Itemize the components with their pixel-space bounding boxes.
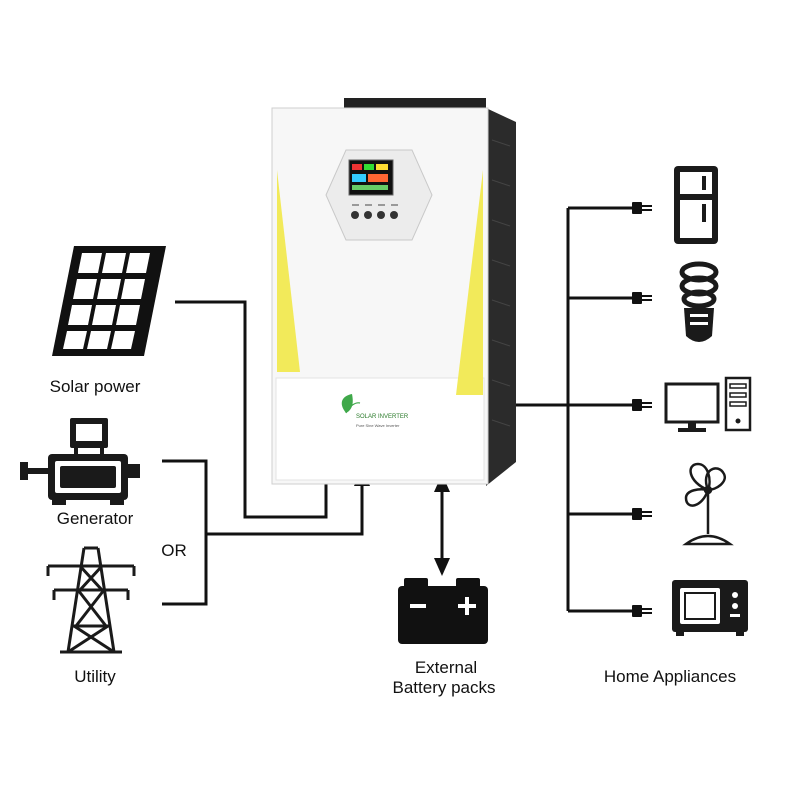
computer-icon bbox=[664, 376, 752, 432]
or-label: OR bbox=[161, 541, 187, 560]
panel-button bbox=[364, 211, 372, 219]
plugs bbox=[632, 202, 652, 617]
panel-button bbox=[351, 211, 359, 219]
inverter-model: Pure Sine Wave Inverter bbox=[356, 423, 400, 428]
microwave-icon bbox=[672, 580, 748, 636]
solar-wire bbox=[175, 300, 328, 519]
inverter-accent-left bbox=[277, 170, 300, 372]
solar-panel-icon bbox=[52, 246, 166, 356]
inverter-bracket bbox=[344, 98, 486, 110]
generator-label: Generator bbox=[56, 509, 134, 528]
refrigerator-icon bbox=[674, 166, 718, 244]
solar-power-label: Solar power bbox=[49, 377, 141, 396]
inverter bbox=[271, 98, 516, 486]
wiring bbox=[162, 206, 640, 613]
home-appliances-label: Home Appliances bbox=[603, 667, 737, 686]
arrow-battery-down-icon bbox=[434, 558, 450, 576]
inverter-side bbox=[486, 108, 516, 486]
control-buttons bbox=[351, 211, 398, 219]
inverter-brand: SOLAR INVERTER bbox=[356, 414, 409, 420]
fan-icon bbox=[682, 462, 734, 546]
panel-button bbox=[377, 211, 385, 219]
plug-icon bbox=[632, 292, 652, 304]
plug-icon bbox=[632, 399, 652, 411]
utility-label: Utility bbox=[74, 667, 116, 686]
grid-wire bbox=[206, 484, 364, 536]
light-bulb-icon bbox=[679, 261, 719, 342]
inverter-accent-right bbox=[456, 170, 483, 395]
plug-icon bbox=[632, 202, 652, 214]
leaf-logo-icon bbox=[341, 394, 361, 414]
panel-button bbox=[390, 211, 398, 219]
battery-label-line1: External bbox=[414, 658, 478, 677]
battery-minus-icon bbox=[410, 604, 426, 608]
battery-icon bbox=[398, 578, 488, 644]
utility-tower-icon bbox=[46, 546, 136, 654]
plug-icon bbox=[632, 508, 652, 520]
battery-label-line2: Battery packs bbox=[392, 678, 496, 697]
generator-wire bbox=[162, 459, 208, 606]
generator-icon bbox=[20, 418, 140, 505]
plug-icon bbox=[632, 605, 652, 617]
inverter-lower-panel bbox=[275, 377, 485, 481]
